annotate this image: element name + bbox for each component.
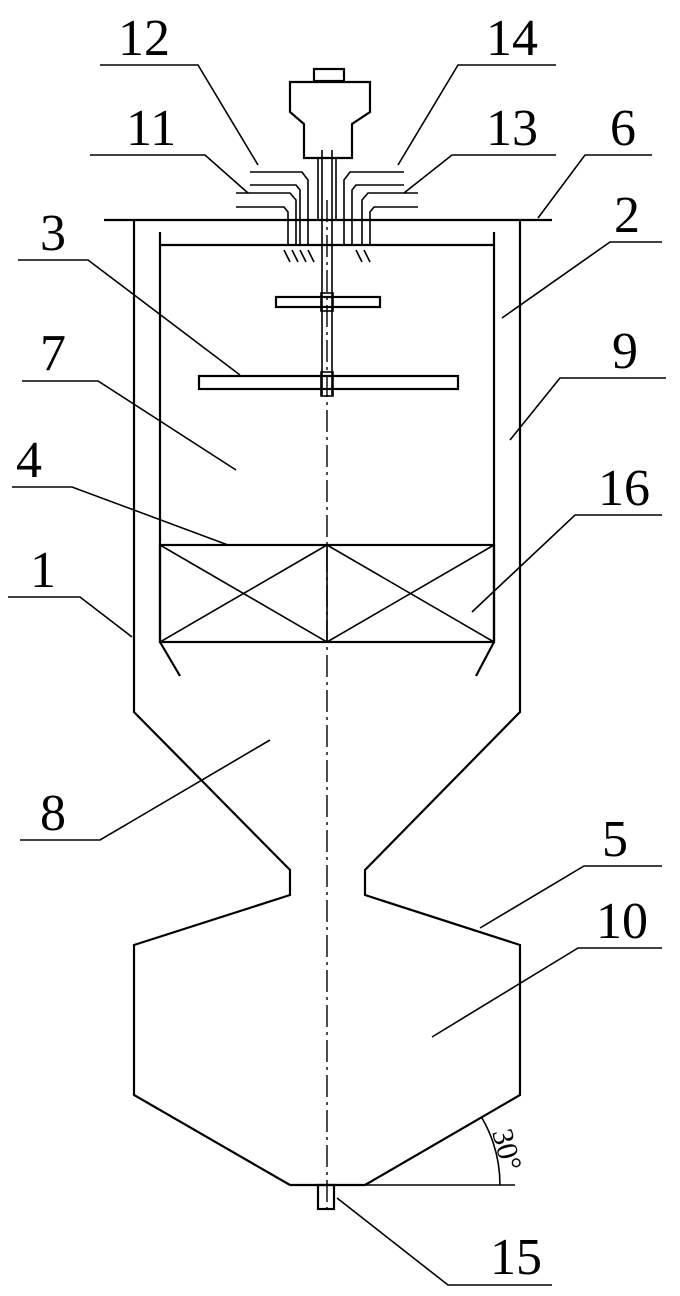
label-7: 7 [40, 325, 66, 382]
inlet-pipes [236, 171, 418, 263]
label-5: 5 [602, 811, 628, 868]
label-13: 13 [486, 100, 538, 157]
nozzle-row [283, 249, 371, 263]
label-3: 3 [40, 205, 66, 262]
label-8: 8 [40, 785, 66, 842]
motor [288, 67, 372, 220]
label-9: 9 [612, 323, 638, 380]
label-15: 15 [490, 1229, 542, 1286]
bottom-outlet [316, 1183, 336, 1211]
part-labels: 12 14 11 13 6 2 3 7 9 4 16 1 8 5 10 15 [16, 10, 650, 1286]
angle-marker: 30° [365, 1117, 528, 1186]
label-4: 4 [16, 432, 42, 489]
label-11: 11 [126, 100, 176, 157]
label-12: 12 [118, 10, 170, 67]
leader-lines [8, 64, 666, 1286]
label-2: 2 [614, 187, 640, 244]
stirrer [197, 150, 460, 397]
angle-label: 30° [485, 1125, 528, 1174]
label-10: 10 [596, 893, 648, 950]
label-6: 6 [610, 100, 636, 157]
label-14: 14 [486, 10, 538, 67]
label-1: 1 [30, 542, 56, 599]
label-16: 16 [598, 460, 650, 517]
